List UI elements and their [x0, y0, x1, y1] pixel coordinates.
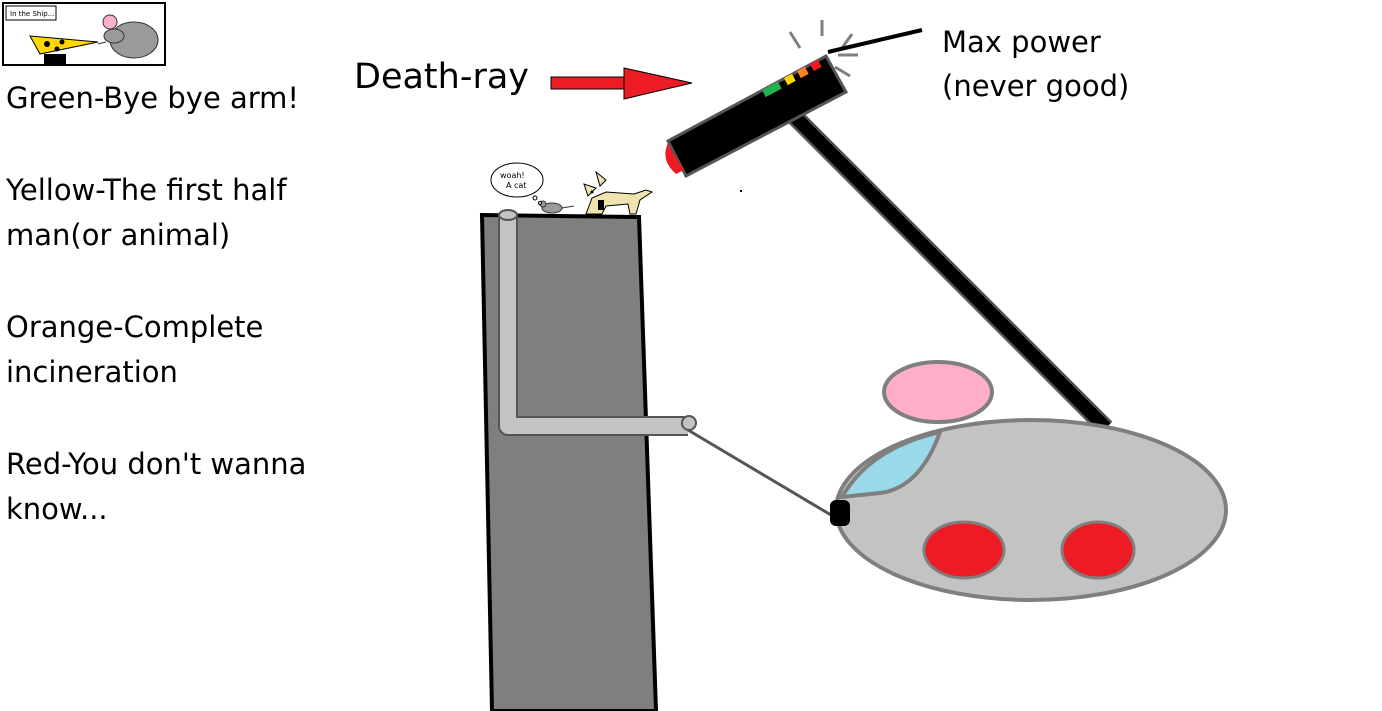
speech-line-2: A cat [506, 181, 526, 190]
ship-window [838, 429, 944, 500]
ship-dome [882, 360, 994, 424]
max-power-label: Max power(never good) [942, 25, 1130, 103]
ship-light-left [922, 520, 1006, 580]
speech-line-1: woah! [500, 171, 525, 180]
thumbnail-panel: In the Ship... [2, 2, 166, 66]
cat-icon [583, 170, 654, 215]
speech-bubble: woah! A cat [490, 162, 544, 205]
pipe [498, 209, 697, 436]
legend: Green-Bye bye arm! Yellow-The first half… [6, 76, 306, 579]
tower [479, 212, 659, 711]
indicator-orange [797, 66, 809, 79]
ship-port [830, 500, 850, 526]
stray-dot [740, 190, 742, 192]
indicator-yellow [784, 73, 796, 86]
legend-item-green: Green-Bye bye arm! [6, 81, 300, 115]
ray-gun-arm-core [785, 107, 1111, 433]
death-ray-label: Death-ray [354, 57, 530, 97]
arrow-icon [550, 67, 693, 100]
indicator-green [762, 81, 782, 98]
ray-gun-icon [665, 20, 923, 179]
cheese-icon [29, 35, 99, 64]
cable [687, 428, 837, 520]
rat-icon [97, 14, 159, 59]
thumbnail-caption: In the Ship... [10, 10, 54, 18]
spaceship-icon [830, 360, 1228, 602]
tower-rat-icon [539, 200, 575, 214]
ship-light-right [1060, 520, 1136, 580]
indicator-red [810, 59, 822, 72]
